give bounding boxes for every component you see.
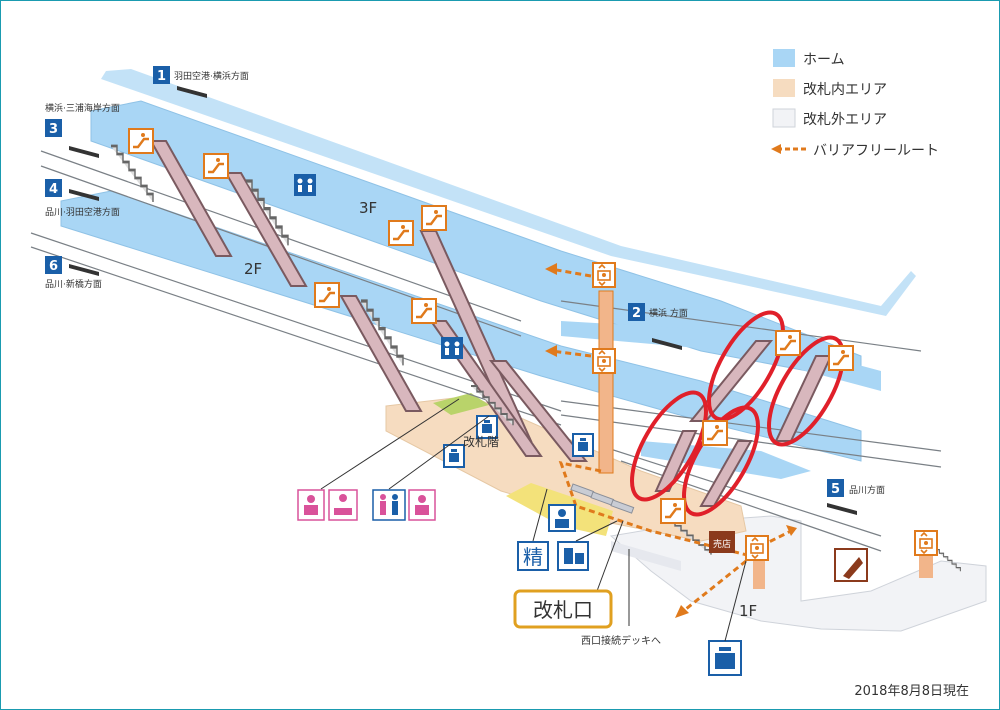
elevator-icon bbox=[593, 349, 615, 373]
elevator-icon bbox=[746, 536, 768, 560]
elevator-icon bbox=[593, 263, 615, 287]
escalator-icon bbox=[129, 129, 153, 153]
station-staff-icon bbox=[549, 505, 575, 531]
elevator-shaft-right bbox=[919, 556, 933, 578]
fare-adjust-icon: 精 bbox=[518, 542, 548, 570]
svg-text:4: 4 bbox=[49, 182, 58, 197]
svg-text:改札口: 改札口 bbox=[533, 598, 593, 622]
svg-text:5: 5 bbox=[831, 482, 840, 497]
floor-3f: 3F bbox=[359, 199, 377, 217]
ticket-machine-icon bbox=[558, 542, 588, 570]
elevator-shaft bbox=[599, 291, 613, 473]
svg-text:横浜 方面: 横浜 方面 bbox=[649, 307, 688, 319]
escalator-icon bbox=[703, 421, 727, 445]
restroom-pink-icons bbox=[298, 490, 435, 520]
escalator-icon bbox=[315, 283, 339, 307]
multipurpose-toilet-icon bbox=[329, 490, 357, 520]
legend-inside-swatch bbox=[773, 79, 795, 97]
west-deck-label: 西口接続デッキへ bbox=[581, 634, 661, 647]
svg-text:6: 6 bbox=[49, 259, 58, 274]
escalator-icon bbox=[661, 499, 685, 523]
gate-floor-label: 改札階 bbox=[463, 434, 499, 449]
ticket-machine-icon bbox=[444, 445, 464, 467]
svg-text:3: 3 bbox=[49, 122, 58, 137]
floor-2f: 2F bbox=[244, 260, 262, 278]
restroom-icon bbox=[441, 337, 463, 359]
restroom-icon bbox=[373, 490, 405, 520]
svg-text:品川·羽田空港方面: 品川·羽田空港方面 bbox=[45, 206, 120, 218]
svg-text:横浜·三浦海岸方面: 横浜·三浦海岸方面 bbox=[45, 102, 120, 114]
restroom-icon bbox=[294, 174, 316, 196]
svg-text:バリアフリールート: バリアフリールート bbox=[813, 143, 939, 159]
nursing-icon bbox=[409, 490, 435, 520]
escalator-icon bbox=[389, 221, 413, 245]
platform-1-badge: 1 羽田空港·横浜方面 bbox=[153, 66, 249, 84]
svg-text:品川·新橋方面: 品川·新橋方面 bbox=[45, 278, 102, 290]
legend-outside-swatch bbox=[773, 109, 795, 127]
escalator-icon bbox=[412, 299, 436, 323]
svg-text:羽田空港·横浜方面: 羽田空港·横浜方面 bbox=[174, 70, 249, 82]
escalator-icon bbox=[422, 206, 446, 230]
escalator-icon bbox=[204, 154, 228, 178]
platform-5-badge: 5 品川方面 bbox=[827, 479, 885, 497]
elevator-shaft-1f bbox=[753, 561, 765, 589]
shop-icon: 売店 bbox=[709, 531, 735, 553]
bag-icon bbox=[835, 549, 867, 581]
legend: ホーム 改札内エリア 改札外エリア バリアフリールート bbox=[771, 49, 939, 159]
nursing-icon bbox=[298, 490, 324, 520]
ticket-machine-icon bbox=[573, 434, 593, 456]
svg-text:売店: 売店 bbox=[713, 538, 731, 550]
floor-1f: 1F bbox=[739, 602, 757, 620]
svg-text:ホーム: ホーム bbox=[803, 52, 845, 68]
svg-text:品川方面: 品川方面 bbox=[849, 484, 885, 496]
svg-text:改札外エリア: 改札外エリア bbox=[803, 112, 887, 128]
escalator-icon bbox=[776, 331, 800, 355]
legend-platform-swatch bbox=[773, 49, 795, 67]
svg-text:1: 1 bbox=[157, 69, 166, 84]
gate-label: 改札口 bbox=[515, 591, 611, 627]
svg-text:2: 2 bbox=[632, 306, 641, 321]
escalator-icon bbox=[829, 346, 853, 370]
date-label: 2018年8月8日現在 bbox=[854, 684, 969, 699]
fare-label: 精 bbox=[523, 545, 543, 569]
locker-icon bbox=[709, 641, 741, 675]
elevator-icon bbox=[915, 531, 937, 555]
svg-text:改札内エリア: 改札内エリア bbox=[803, 82, 887, 98]
